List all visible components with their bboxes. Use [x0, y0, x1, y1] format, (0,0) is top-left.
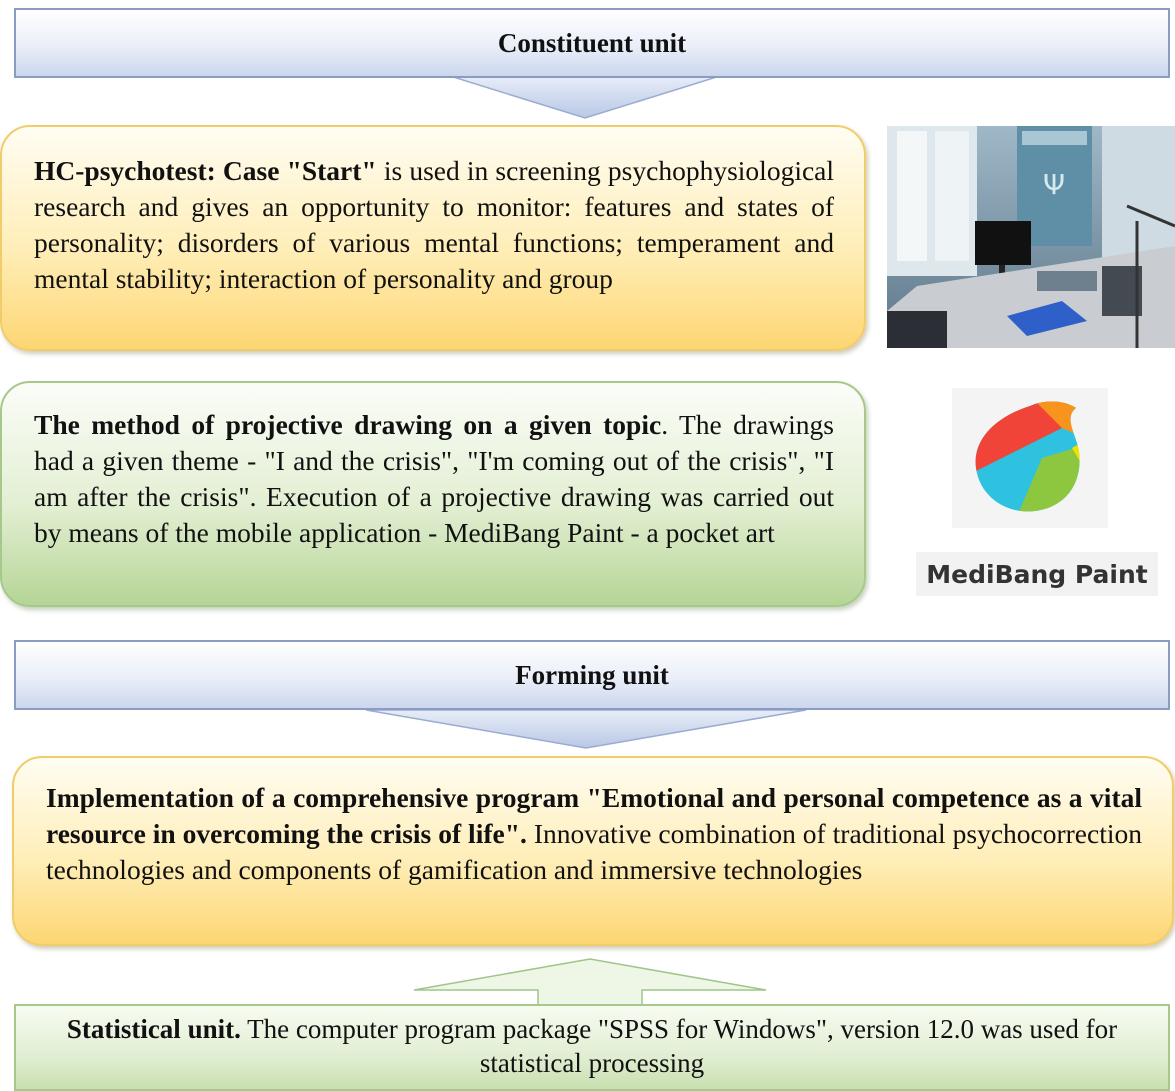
lab-photo: Ψ	[887, 126, 1175, 348]
projective-drawing-lead: The method of projective drawing on a gi…	[34, 409, 662, 440]
svg-text:Ψ: Ψ	[1043, 168, 1065, 201]
program-text: Innovative combination of traditional ps…	[46, 818, 1142, 885]
constituent-down-arrow	[450, 75, 720, 119]
statistical-text: The computer program package "SPSS for W…	[240, 1014, 1118, 1078]
statistical-up-arrow	[413, 958, 767, 1007]
medibang-caption: MediBang Paint	[916, 552, 1158, 596]
forming-unit-header: Forming unit	[14, 640, 1170, 710]
hc-psychotest-lead: HC-psychotest: Case "Start"	[34, 155, 377, 186]
projective-drawing-box: The method of projective drawing on a gi…	[0, 381, 866, 607]
forming-down-arrow	[366, 709, 806, 749]
medibang-logo	[952, 388, 1108, 528]
program-lead: Implementation of a comprehensive progra…	[46, 782, 1142, 849]
projective-drawing-text: . The drawings had a given theme - "I an…	[34, 409, 835, 548]
constituent-unit-label: Constituent unit	[497, 27, 687, 58]
hc-psychotest-box: HC-psychotest: Case "Start" is used in s…	[0, 125, 866, 351]
statistical-lead: Statistical unit.	[66, 1014, 241, 1044]
program-box: Implementation of a comprehensive progra…	[12, 756, 1174, 946]
forming-unit-label: Forming unit	[515, 659, 669, 690]
statistical-unit-box: Statistical unit. The computer program p…	[14, 1004, 1170, 1091]
constituent-unit-header: Constituent unit	[14, 8, 1170, 78]
hc-psychotest-text: is used in screening psychophysiological…	[34, 155, 835, 294]
